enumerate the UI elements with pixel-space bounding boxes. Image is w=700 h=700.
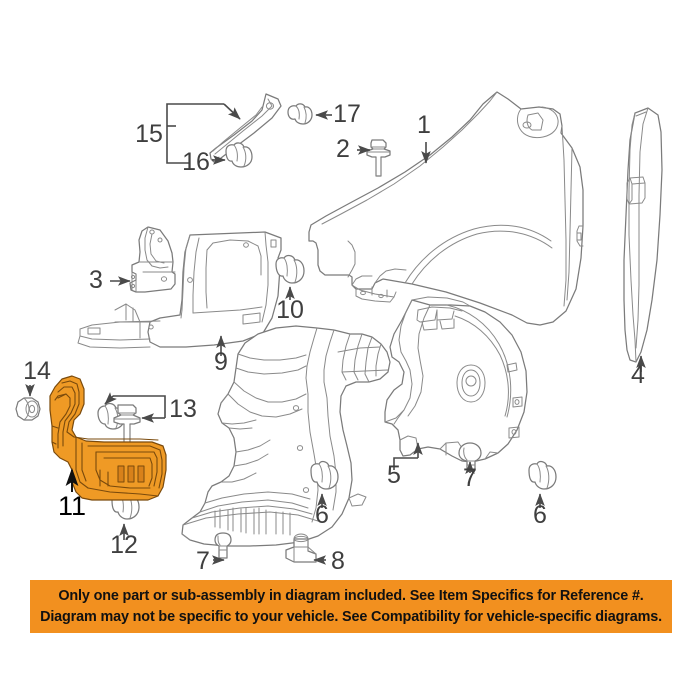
callout-11: 11 — [58, 491, 86, 521]
part-3-bracket-inner — [129, 226, 176, 293]
part-6a-liner-push-clip — [310, 460, 339, 490]
callout-15: 15 — [135, 120, 163, 148]
part-15-upper-fender-molding — [209, 93, 282, 163]
part-6b-liner-push-clip — [528, 460, 557, 490]
part-5-rear-wheelhouse-liner — [384, 296, 528, 463]
part-8-liner-grommet — [285, 533, 317, 563]
callout-3: 3 — [89, 266, 103, 294]
part-13-bracket-mounting-bolt-right — [113, 404, 141, 447]
callout-17: 17 — [333, 100, 361, 128]
part-7a-liner-retainer-pin — [214, 532, 232, 559]
part-1-fender-panel — [308, 91, 584, 326]
part-2-fender-bolt — [366, 139, 391, 177]
part-9-splash-shield — [77, 231, 282, 349]
disclaimer-banner: Only one part or sub-assembly in diagram… — [30, 580, 672, 633]
leader-15 — [166, 103, 241, 164]
callout-10: 10 — [276, 296, 304, 324]
callout-2: 2 — [336, 135, 350, 163]
callout-12: 12 — [110, 531, 138, 559]
callout-1: 1 — [417, 111, 431, 139]
callout-7a: 7 — [196, 547, 210, 575]
part-16-molding-clip-lower — [225, 142, 253, 168]
callout-5: 5 — [387, 461, 401, 489]
callout-16: 16 — [182, 148, 210, 176]
part-17-molding-clip-upper — [287, 103, 313, 125]
part-front-wheelhouse-liner — [181, 325, 391, 547]
callout-6a: 6 — [315, 501, 329, 529]
callout-7b: 7 — [463, 464, 477, 492]
leader-13 — [104, 392, 166, 423]
part-14-bracket-nut — [15, 397, 41, 421]
part-4-fender-molding-trim — [623, 107, 663, 363]
callout-13: 13 — [169, 395, 197, 423]
part-7b-liner-retainer-pin — [458, 442, 482, 471]
disclaimer-line-2: Diagram may not be specific to your vehi… — [40, 608, 662, 625]
part-11-fender-support-bracket-highlighted — [49, 375, 167, 501]
leader-5 — [393, 442, 423, 470]
callout-9: 9 — [214, 348, 228, 376]
callout-8: 8 — [331, 547, 345, 575]
callout-14: 14 — [23, 357, 51, 385]
callout-6b: 6 — [533, 501, 547, 529]
disclaimer-line-1: Only one part or sub-assembly in diagram… — [58, 588, 644, 605]
callout-4: 4 — [631, 361, 645, 389]
part-10-splash-shield-clip — [275, 254, 305, 284]
